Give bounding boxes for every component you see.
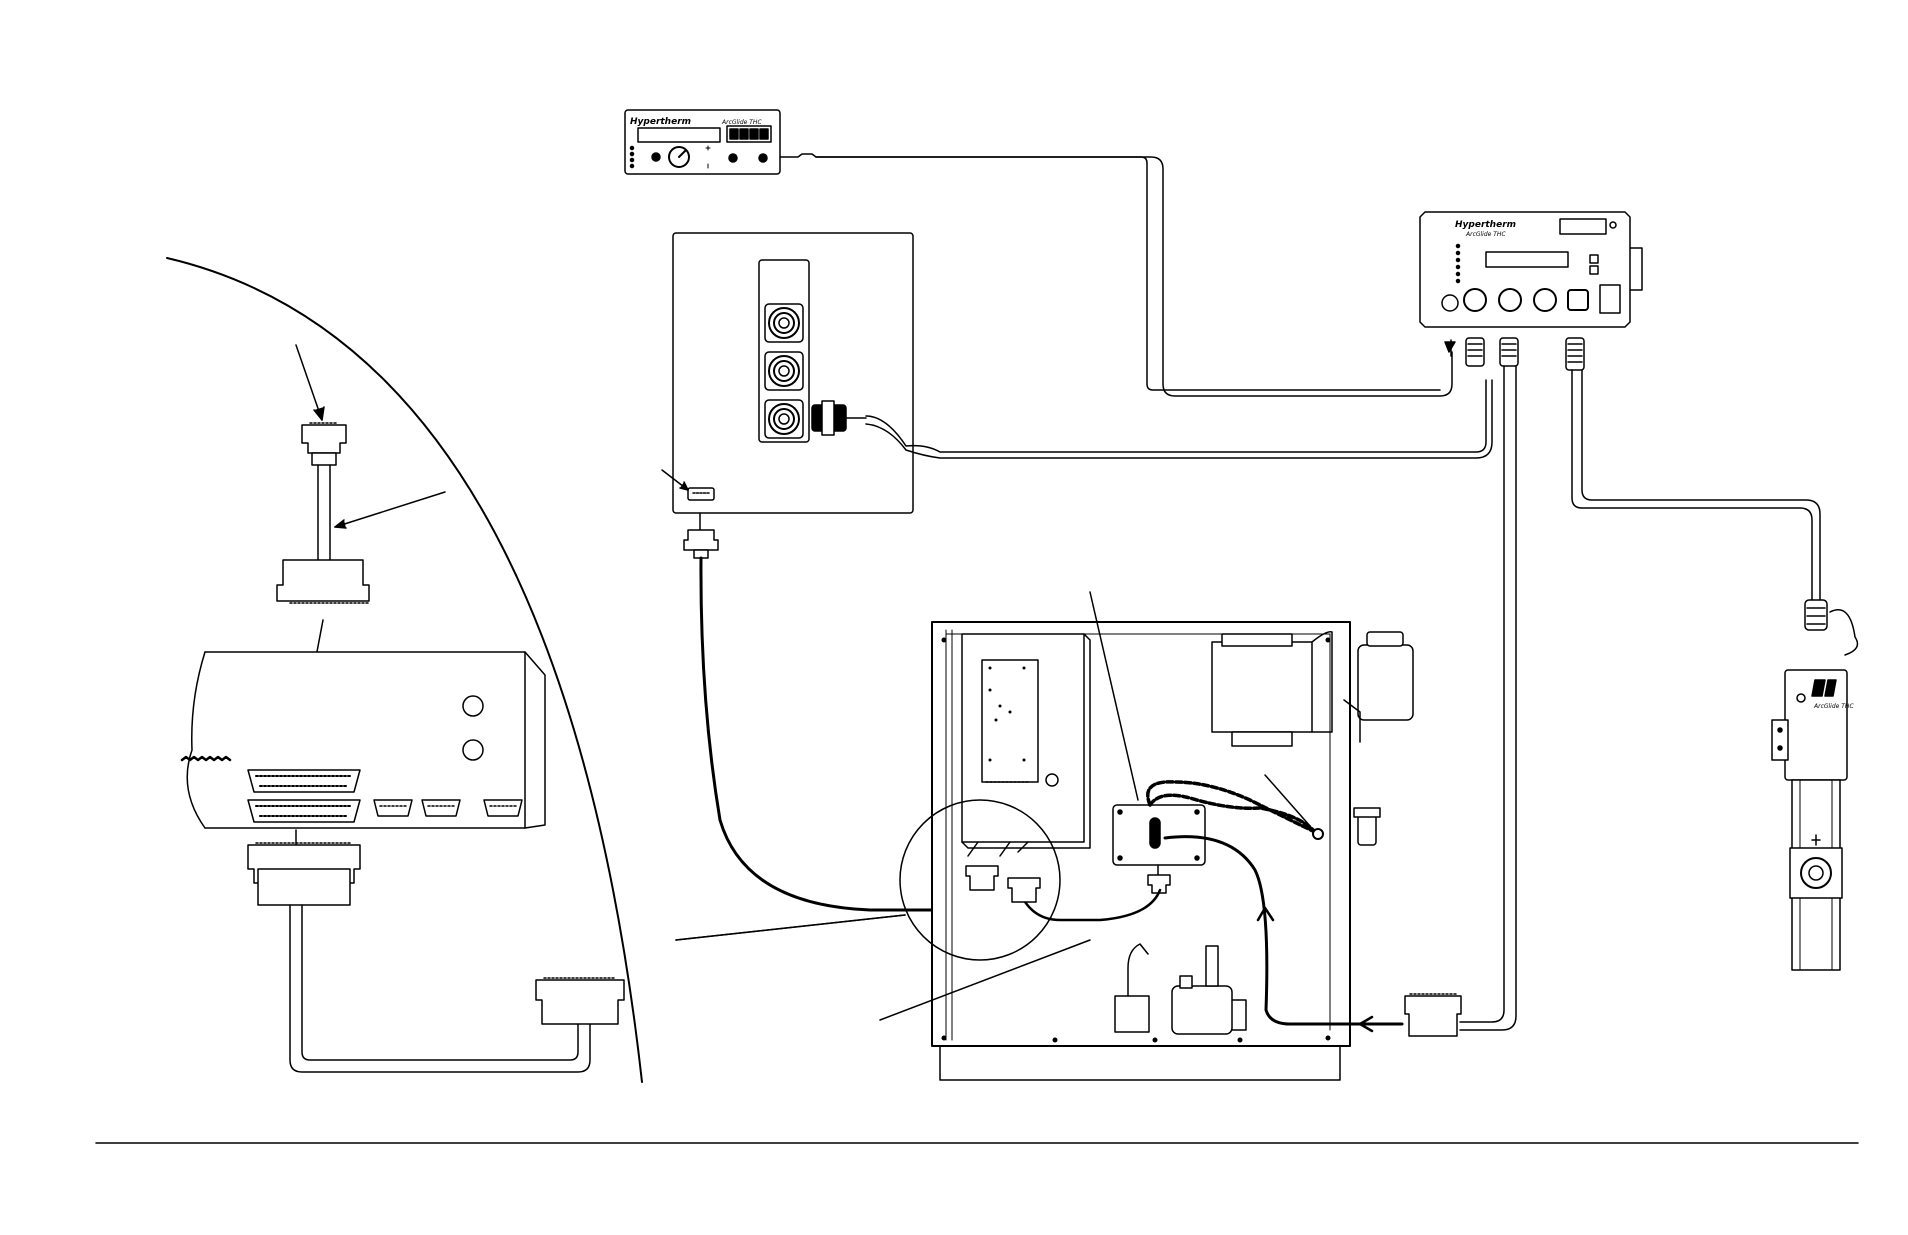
panel-round-connector-1	[764, 303, 804, 343]
cabinet	[675, 591, 1462, 1081]
main-brand-label: Hypertherm	[1455, 220, 1516, 230]
panel-round-connector-3	[764, 399, 804, 439]
lifter-side-plate	[1771, 719, 1789, 761]
main-port-small	[1441, 294, 1459, 312]
wall-connector-panel	[661, 232, 914, 514]
cabinet-bottom-components	[1114, 943, 1247, 1035]
detail-lower-cable	[289, 904, 591, 1073]
remote-lcd	[637, 127, 721, 143]
remote-button-1	[651, 152, 661, 162]
remote-control-panel: Hypertherm ArcGlide THC	[624, 109, 781, 175]
signal-arrow-left	[1358, 1015, 1374, 1033]
twisted-wire-pair	[1146, 780, 1317, 834]
db37-connector-lower	[247, 842, 361, 906]
detail-view	[166, 257, 906, 1083]
chassis-db37-port	[247, 769, 361, 793]
cabinet-screws	[941, 637, 1331, 1043]
magnifier-arc	[166, 257, 643, 1083]
lifter-logo	[1811, 679, 1837, 697]
lifter-carriage	[1789, 847, 1843, 899]
twisted-wire-leader	[1264, 774, 1311, 827]
remote-status-leds	[629, 145, 635, 169]
main-unit-badge	[1559, 218, 1607, 235]
cabinet-filter	[1353, 807, 1381, 846]
remote-digit-display	[726, 125, 772, 143]
chassis-db9-port-1	[373, 799, 413, 817]
main-unit-switches	[1589, 254, 1621, 314]
lifter-cable-plug	[1804, 599, 1859, 656]
chassis-knob-top	[462, 695, 484, 717]
lifter-torch-mount	[1800, 857, 1832, 889]
lifter-indicator	[1796, 693, 1806, 703]
cabinet-lower-leader	[879, 939, 1091, 1021]
remote-brand-label: Hypertherm	[630, 117, 691, 127]
chassis-db9-port-2	[421, 799, 461, 817]
main-to-lifter-cable	[1571, 369, 1821, 601]
leader-arrow-db9	[661, 469, 689, 491]
db37-connector-middle	[276, 559, 370, 604]
leader-arrow-cable	[334, 491, 446, 529]
cabinet-detail-circle	[899, 799, 1061, 961]
serrated-edge	[180, 755, 232, 762]
main-port-1	[1463, 288, 1487, 312]
cabinet-transformer	[1211, 630, 1333, 747]
cabinet-external-connector	[1404, 993, 1462, 1037]
remote-model-label: ArcGlide THC	[721, 119, 762, 126]
db25-connector-top	[301, 422, 347, 466]
main-model-label: ArcGlide THC	[1465, 231, 1506, 238]
panel-cable-plug	[811, 400, 867, 436]
db25-connector-lower-right	[535, 977, 625, 1025]
chassis-db37-port-2	[247, 799, 361, 823]
remote-button-2	[728, 153, 738, 163]
cabinet-interface-box	[1112, 804, 1206, 894]
remote-button-3	[758, 153, 768, 163]
cabinet-detail-lead	[675, 914, 906, 941]
interface-box-leader	[1089, 591, 1139, 801]
board-knob	[1045, 773, 1059, 787]
main-to-cabinet-cable	[1459, 365, 1517, 1031]
controller-chassis	[180, 651, 546, 846]
torch-lifter: ArcGlide THC	[1771, 599, 1859, 971]
panel-db9-cable-connector	[683, 512, 719, 559]
chassis-db9-port-3	[483, 799, 523, 817]
main-unit-status-leds	[1455, 243, 1461, 284]
leader-arrow-top-connector	[295, 344, 325, 421]
cabinet-frame	[945, 629, 953, 1041]
panel-db9-port	[687, 487, 715, 501]
lifter-model-label: ArcGlide THC	[1813, 703, 1854, 710]
main-unit-plugs	[1448, 337, 1585, 371]
main-unit-lcd	[1485, 251, 1569, 268]
twisted-wire-terminal	[1312, 828, 1324, 840]
main-controller-unit: Hypertherm ArcGlide THC	[1419, 211, 1643, 328]
cabinet-internal-connectors	[965, 841, 1041, 903]
main-unit-badge-dot	[1609, 221, 1617, 229]
panel-to-main-cable	[865, 379, 1493, 459]
main-port-4	[1567, 289, 1589, 311]
main-unit-side-bracket	[1629, 247, 1643, 291]
remote-dial	[668, 146, 690, 168]
cabinet-fan	[1343, 631, 1414, 743]
chassis-knob-bottom	[462, 739, 484, 761]
cabinet-base	[939, 1045, 1341, 1081]
cabinet-internal-cable	[1016, 886, 1162, 922]
main-port-2	[1498, 288, 1522, 312]
remote-arrows	[705, 145, 711, 169]
remote-cable	[779, 153, 1456, 397]
signal-arrow-up	[1256, 906, 1275, 922]
remote-dial-pointer	[678, 149, 687, 158]
panel-round-connector-2	[764, 351, 804, 391]
cabinet-control-board	[961, 633, 1091, 849]
detail-cable-vertical	[317, 464, 331, 561]
main-port-3	[1533, 288, 1557, 312]
